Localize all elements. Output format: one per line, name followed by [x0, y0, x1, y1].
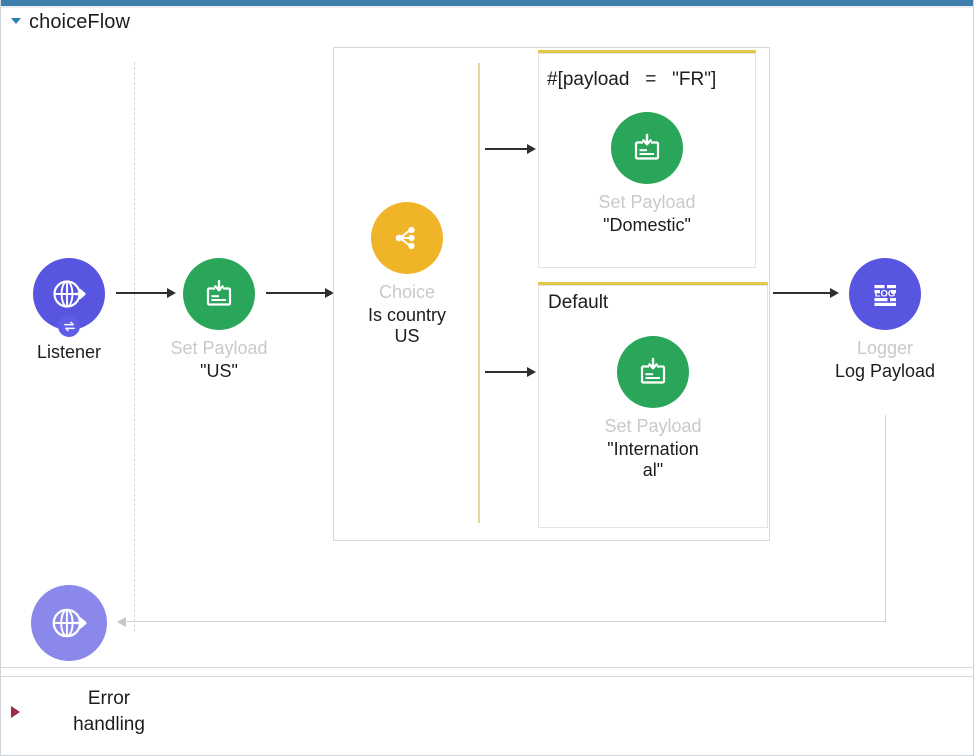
globe-arrow-icon — [49, 274, 89, 314]
set-payload-icon — [633, 352, 673, 392]
connector-choice-to-default — [485, 371, 529, 373]
error-handling-label-line2: handling — [73, 713, 145, 735]
connector-arrowhead — [325, 288, 334, 298]
set-payload-international-name-line2: al" — [642, 460, 664, 481]
log-icon: LOG — [865, 274, 905, 314]
listener-name: Listener — [36, 342, 102, 362]
connector-arrowhead — [527, 144, 536, 154]
svg-text:LOG: LOG — [875, 289, 896, 300]
node-set-payload-international[interactable]: Set Payload "Internation al" — [535, 336, 771, 482]
set-payload-icon-circle — [183, 258, 255, 330]
globe-arrow-icon — [48, 602, 90, 644]
node-logger[interactable]: LOG Logger Log Payload — [805, 258, 965, 382]
set-payload-domestic-name: "Domestic" — [603, 215, 691, 236]
default-branch-label: Default — [548, 292, 609, 313]
set-payload-domestic-type: Set Payload — [598, 192, 696, 212]
window-accent-shade — [1, 6, 973, 8]
connector-choice-to-when — [485, 148, 529, 150]
listener-icon-circle — [33, 258, 105, 337]
choice-branch-icon — [387, 218, 427, 258]
choice-branch-rail — [478, 63, 480, 523]
choice-icon-circle — [371, 202, 443, 274]
sync-arrows-icon — [58, 315, 80, 337]
connector-arrowhead — [527, 367, 536, 377]
node-listener[interactable]: Listener — [1, 258, 149, 363]
connector-choice-to-logger — [773, 292, 831, 294]
connector-listener-to-setpayload — [116, 292, 168, 294]
source-boundary-divider — [134, 62, 135, 632]
error-handling-label: Error handling — [39, 686, 179, 737]
connector-arrowhead — [167, 288, 176, 298]
choice-name-line2: US — [394, 326, 420, 347]
triangle-down-icon[interactable] — [11, 18, 21, 24]
set-payload-international-type: Set Payload — [604, 416, 702, 436]
choice-name-line1: Is country — [367, 305, 447, 326]
set-payload-international-name-line1: "Internation — [607, 439, 699, 460]
connector-arrowhead — [830, 288, 839, 298]
node-choice[interactable]: Choice Is country US — [327, 202, 487, 348]
return-path-horizontal — [126, 621, 886, 622]
set-payload-icon — [199, 274, 239, 314]
default-branch-top-rule — [538, 282, 768, 285]
error-handling-divider-bottom — [1, 676, 973, 677]
logger-type: Logger — [856, 338, 914, 358]
connector-setpayload-to-choice — [266, 292, 326, 294]
choice-type: Choice — [378, 282, 436, 302]
flow-title: choiceFlow — [29, 11, 131, 33]
logger-name: Log Payload — [834, 361, 936, 382]
when-branch-top-rule — [538, 50, 756, 53]
node-error-listener[interactable] — [31, 585, 107, 661]
error-handling-divider-top — [1, 667, 973, 668]
return-path-vertical — [885, 415, 886, 622]
set-payload-icon-circle — [611, 112, 683, 184]
node-set-payload-us[interactable]: Set Payload "US" — [139, 258, 299, 382]
set-payload-us-name: "US" — [200, 361, 238, 382]
when-condition-label: #[payload = "FR"] — [547, 69, 717, 90]
logger-icon-circle: LOG — [849, 258, 921, 330]
set-payload-icon-circle — [617, 336, 689, 408]
set-payload-icon — [627, 128, 667, 168]
error-handling-label-line1: Error — [87, 688, 131, 709]
window-accent-bar — [1, 0, 973, 6]
node-set-payload-domestic[interactable]: Set Payload "Domestic" — [529, 112, 765, 236]
triangle-right-icon[interactable] — [11, 706, 20, 718]
return-path-arrowhead — [117, 617, 126, 627]
set-payload-us-type: Set Payload — [170, 338, 268, 358]
